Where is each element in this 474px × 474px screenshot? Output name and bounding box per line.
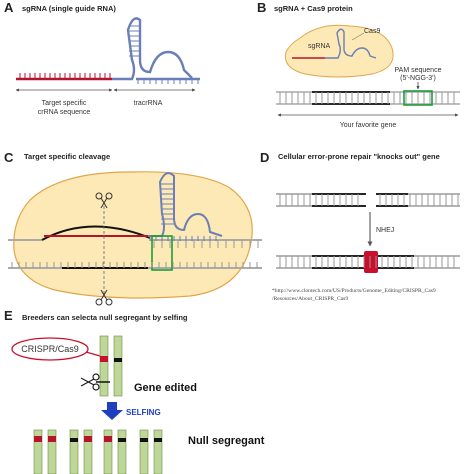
indel-mutation (364, 251, 378, 273)
crispr-bubble (11, 337, 89, 361)
chromosome (117, 429, 127, 474)
chromosome (113, 335, 123, 397)
pam-box (403, 90, 433, 106)
crispr-bubble-tail (85, 351, 101, 357)
panel-d-letter: D (260, 150, 269, 165)
panel-a: A sgRNA (single guide RNA) Target specif… (4, 0, 200, 116)
nhej-label: NHEJ (376, 227, 394, 234)
edited-locus (34, 436, 42, 442)
panel-e: E Breeders can selecta null segregant by… (4, 308, 265, 474)
panel-b-letter: B (257, 0, 266, 15)
panel-a-title: sgRNA (single guide RNA) (22, 4, 116, 13)
chromosome (83, 429, 93, 474)
chromosome (153, 429, 163, 474)
chromosome (99, 335, 109, 397)
reference-text: *http://www.clontech.com/US/Products/Gen… (272, 288, 436, 302)
edited-locus (100, 356, 108, 362)
panel-b: B sgRNA + Cas9 protein Cas9 sgRNA PAM se… (257, 0, 460, 129)
panel-d: D Cellular error-prone repair "knocks ou… (260, 150, 460, 302)
crispr-label: CRISPR/Cas9 (21, 344, 79, 354)
scissors-icon (95, 289, 113, 306)
c-cas9-protein-shape (13, 171, 253, 299)
panel-e-letter: E (4, 308, 13, 323)
cas9-label: Cas9 (364, 28, 380, 35)
tracrrna-strand (112, 17, 193, 81)
d-broken-dna (276, 193, 460, 207)
panel-e-title: Breeders can selecta null segregant by s… (22, 313, 188, 322)
pam-label: PAM sequence(5'-NGG-3') (395, 67, 442, 82)
selfing-label: SELFING (126, 408, 161, 417)
chromosome (69, 429, 79, 474)
edited-locus (84, 436, 92, 442)
edited-locus (104, 436, 112, 442)
b-tracrrna-strand (325, 28, 377, 59)
b-dna-duplex (276, 90, 460, 106)
wild-type-locus (70, 438, 78, 442)
chromosome (139, 429, 149, 474)
panel-d-title: Cellular error-prone repair "knocks out"… (278, 152, 440, 161)
null-segregant-label: Null segregant (188, 435, 265, 447)
wild-type-locus (154, 438, 162, 442)
b-sgrna-label: sgRNA (308, 43, 331, 50)
chromosome (47, 429, 57, 474)
c-tracrrna-ticks (149, 183, 217, 241)
gene-label: Your favorite gene (340, 122, 397, 129)
panel-a-letter: A (4, 0, 14, 15)
panel-c-title: Target specific cleavage (24, 152, 110, 161)
c-tracrrna-strand (148, 172, 223, 237)
edited-locus (48, 436, 56, 442)
c-pam-box (151, 235, 173, 271)
progeny-chromosomes (33, 429, 163, 474)
tracrrna-label: tracrRNA (134, 100, 163, 107)
panel-c-letter: C (4, 150, 14, 165)
arrow-down-icon (101, 402, 123, 420)
tracrrna-ticks (129, 25, 199, 84)
d-repaired-dna (276, 251, 460, 273)
chromosome (33, 429, 43, 474)
wild-type-locus (114, 358, 122, 362)
sgrna-structure (16, 17, 200, 84)
gene-edited-label: Gene edited (134, 382, 197, 394)
scissors-icon (80, 373, 100, 391)
wild-type-locus (140, 438, 148, 442)
c-dna-bottom (8, 235, 262, 271)
parent-chromosomes (99, 335, 123, 397)
panel-b-title: sgRNA + Cas9 protein (274, 4, 353, 13)
panel-c: C Target specific cleavage (4, 150, 262, 306)
chromosome (103, 429, 113, 474)
scissors-icon (95, 192, 113, 209)
cas9-protein-shape (284, 24, 394, 78)
wild-type-locus (118, 438, 126, 442)
crrna-ticks (19, 73, 111, 79)
cas9-pointer (351, 32, 365, 41)
